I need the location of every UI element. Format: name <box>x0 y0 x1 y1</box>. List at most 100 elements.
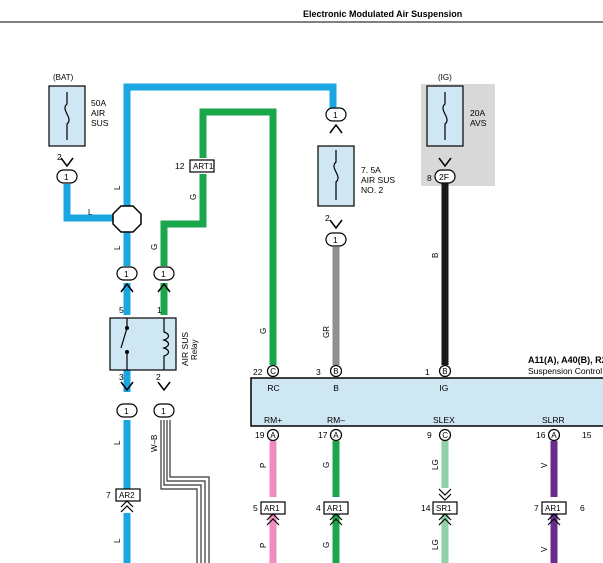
wire-label-gr: GR <box>322 326 331 338</box>
fuse-20a: (IG) 20A AVS 8 2F <box>426 73 487 184</box>
ecu-pin-letter: B <box>333 367 338 376</box>
lower-connector-pin: 4 <box>316 503 321 513</box>
wire-color-labels: L L L L L G G G GR B W–B P P G G LG LG V… <box>88 185 549 552</box>
relay-pin1: 1 <box>157 305 162 315</box>
ecu-pin-number: 19 <box>255 430 265 440</box>
chevron-up-icon <box>157 282 171 293</box>
ecu-bottom-pin: 15 <box>582 430 592 440</box>
wire-w-b <box>160 420 210 563</box>
ecu-name: Suspension Control <box>528 366 602 376</box>
connector-oval <box>325 232 347 247</box>
wire-label-lg-2: LG <box>431 539 440 550</box>
relay-top-conn-1: 1 <box>124 269 129 279</box>
wire-label-l-1: L <box>113 185 122 190</box>
fuse-no2-name-1: AIR SUS <box>361 175 395 185</box>
relay-bottom-connectors: 1 1 <box>116 381 175 418</box>
connector-ar2: 7 AR2 <box>106 488 141 513</box>
ar2-pin: 7 <box>106 490 111 500</box>
ecu-pin-letter: B <box>442 367 447 376</box>
ar2-label: AR2 <box>119 491 135 500</box>
relay-name-2: Relay <box>190 340 199 360</box>
ecu-pin-number: 22 <box>253 367 263 377</box>
wire-label-g-3: G <box>259 328 268 334</box>
ecu-pin-number: 9 <box>427 430 432 440</box>
ecu-top-pin: 22 C RC <box>253 364 280 393</box>
fuse-ig-conn: 2F <box>439 172 449 182</box>
ecu-pin-signal: IG <box>439 383 448 393</box>
ecu-pin-number: 1 <box>425 367 430 377</box>
lower-connector-pin: 5 <box>253 503 258 513</box>
ecu-pin-circle <box>438 364 452 378</box>
fuse-ig-pin: 8 <box>427 173 432 183</box>
fuse-no2-name-2: NO. 2 <box>361 185 383 195</box>
double-chevron-up-icon <box>547 513 561 526</box>
suspension-control-ecu: A11(A), A40(B), R2 Suspension Control 22… <box>250 355 603 442</box>
connector-oval <box>325 107 347 122</box>
relay-bottom-conn-1: 1 <box>124 406 129 416</box>
ecu-pin-signal: SLEX <box>433 415 455 425</box>
ecu-pin-letter: C <box>442 431 448 440</box>
fuse-no2-rating: 7. 5A <box>361 165 381 175</box>
diagram-title: Electronic Modulated Air Suspension <box>303 9 462 19</box>
chevron-down-icon <box>120 381 134 392</box>
lower-connector: 4 AR1 <box>316 501 349 526</box>
ecu-pin-number: 3 <box>316 367 321 377</box>
relay-pin2: 2 <box>156 372 161 382</box>
ecu-pin-letter: A <box>551 431 557 440</box>
wire-label-g-1: G <box>189 194 198 200</box>
fuse-bat-source: (BAT) <box>53 73 74 82</box>
wire-green-g <box>160 108 277 365</box>
junction-octagon <box>112 205 142 233</box>
lower-connector-label: AR1 <box>264 504 280 513</box>
lower-connector-label: AR1 <box>545 504 561 513</box>
double-chevron-up-icon <box>438 513 452 526</box>
double-chevron-up-icon <box>266 513 280 526</box>
wire-label-wb: W–B <box>150 435 159 452</box>
fuse-bat-pin: 2 <box>57 152 62 162</box>
air-sus-relay: 5 1 AIR SUS Relay 3 2 <box>109 305 199 382</box>
art1-pin: 12 <box>175 161 185 171</box>
fuse-symbol-icon <box>64 92 70 140</box>
wire-label-g-4: G <box>322 462 331 468</box>
ecu-pin-circle <box>329 428 343 442</box>
ecu-top-pin: 1 B IG <box>425 364 452 393</box>
fuse-50a: (BAT) 50A AIR SUS 2 1 <box>48 73 109 184</box>
relay-coil-icon <box>162 318 170 370</box>
ecu-body <box>250 377 603 427</box>
ecu-pin-circle <box>329 364 343 378</box>
ecu-pin-circle <box>266 428 280 442</box>
wire-label-lg-1: LG <box>431 459 440 470</box>
relay-bottom-conn-2: 1 <box>161 406 166 416</box>
fuse-bat-conn: 1 <box>64 172 69 182</box>
fuse-no2-pin-top: 1 <box>333 110 338 120</box>
wire-label-v-2: V <box>540 546 549 552</box>
ecu-pin-letter: C <box>270 367 276 376</box>
ecu-pin-circle <box>266 364 280 378</box>
relay-top-connectors: 1 1 <box>116 266 175 293</box>
fuse-ig-name: AVS <box>470 118 487 128</box>
lower-connector: 6 <box>580 503 585 513</box>
lower-connector-label: SR1 <box>436 504 452 513</box>
relay-pin5: 5 <box>119 305 124 315</box>
art1-label: ART1 <box>193 162 214 171</box>
wire-label-l-5: L <box>113 538 122 543</box>
ecu-pin-signal: RM– <box>327 415 345 425</box>
wire-blue-l <box>63 83 337 563</box>
lower-connector-label: AR1 <box>327 504 343 513</box>
ecu-pin-circle <box>547 428 561 442</box>
wire-label-l-2: L <box>88 208 93 217</box>
fuse-bat-name-1: AIR <box>91 108 105 118</box>
ecu-pin-number: 17 <box>318 430 328 440</box>
chevron-down-icon <box>438 157 452 168</box>
wire-label-p-2: P <box>259 543 268 548</box>
ecu-pin-signal: RM+ <box>264 415 282 425</box>
ecu-pin-signal: RC <box>267 383 279 393</box>
fuse-no2-pin-bottom: 2 <box>325 213 330 223</box>
